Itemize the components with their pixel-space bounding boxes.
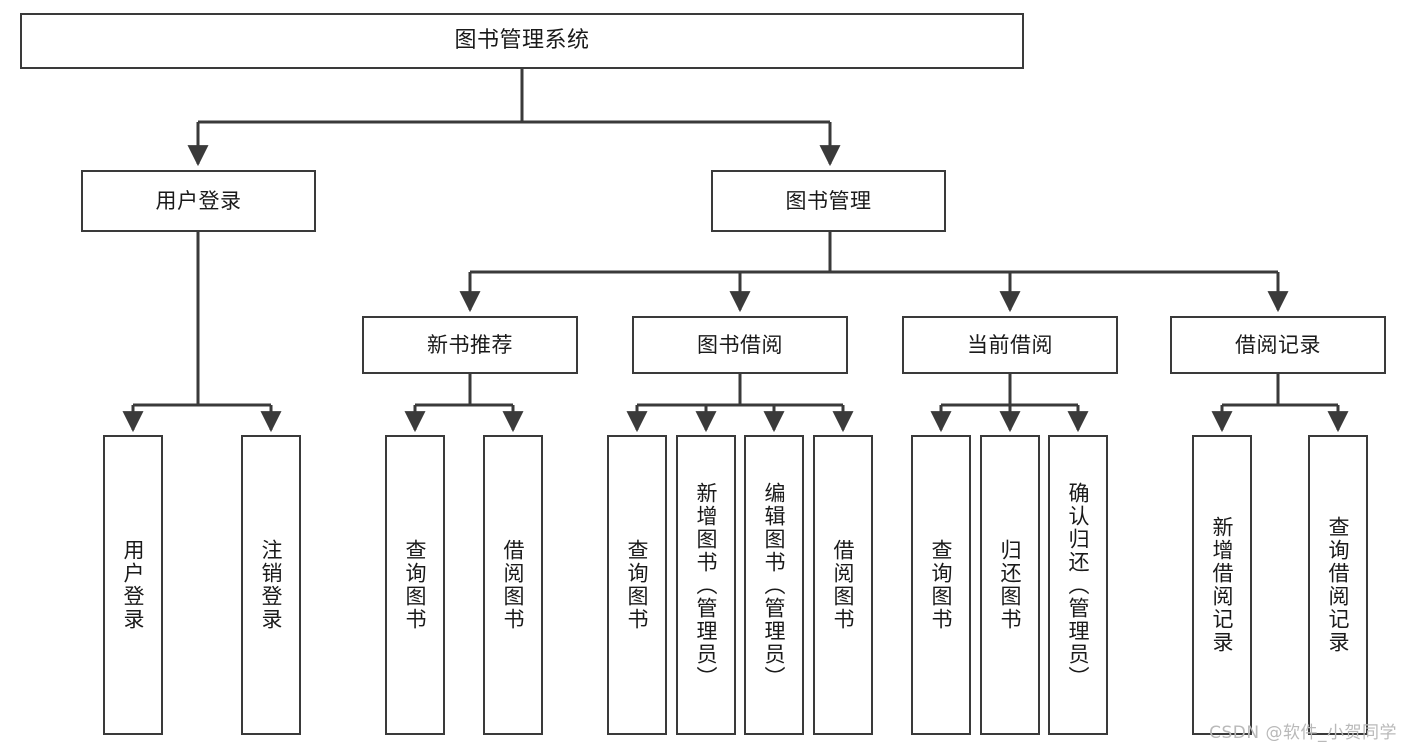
- node-leaf-confirm-return[interactable]: 确认归还（管理员）: [1048, 435, 1108, 735]
- node-leaf-confirm-return-label: 确认归还（管理员）: [1066, 481, 1091, 689]
- node-current-borrow-label: 当前借阅: [967, 332, 1053, 357]
- node-leaf-borrow-book-1[interactable]: 借阅图书: [483, 435, 543, 735]
- node-leaf-borrow-book-1-label: 借阅图书: [501, 539, 526, 631]
- node-leaf-logout-label: 注销登录: [259, 539, 284, 631]
- node-leaf-add-book[interactable]: 新增图书（管理员）: [676, 435, 736, 735]
- node-leaf-return-book-label: 归还图书: [998, 539, 1023, 631]
- node-user-login[interactable]: 用户登录: [81, 170, 316, 232]
- node-root[interactable]: 图书管理系统: [20, 13, 1024, 69]
- node-borrow-record-label: 借阅记录: [1235, 332, 1321, 357]
- node-book-management-label: 图书管理: [785, 188, 872, 213]
- node-leaf-query-book-2[interactable]: 查询图书: [607, 435, 667, 735]
- node-leaf-borrow-book-2-label: 借阅图书: [831, 539, 856, 631]
- node-leaf-add-record[interactable]: 新增借阅记录: [1192, 435, 1252, 735]
- node-leaf-add-record-label: 新增借阅记录: [1210, 516, 1235, 654]
- node-leaf-edit-book[interactable]: 编辑图书（管理员）: [744, 435, 804, 735]
- node-leaf-user-login[interactable]: 用户登录: [103, 435, 163, 735]
- node-leaf-borrow-book-2[interactable]: 借阅图书: [813, 435, 873, 735]
- node-root-label: 图书管理系统: [454, 28, 590, 54]
- node-book-borrow[interactable]: 图书借阅: [632, 316, 848, 374]
- node-leaf-user-login-label: 用户登录: [121, 539, 146, 631]
- node-leaf-query-book-2-label: 查询图书: [625, 539, 650, 631]
- node-new-book-recommend-label: 新书推荐: [427, 332, 513, 357]
- node-current-borrow[interactable]: 当前借阅: [902, 316, 1118, 374]
- node-user-login-label: 用户登录: [155, 188, 242, 213]
- node-leaf-add-book-label: 新增图书（管理员）: [694, 481, 719, 689]
- node-leaf-query-record[interactable]: 查询借阅记录: [1308, 435, 1368, 735]
- csdn-watermark: CSDN @软件_小贺同学: [1209, 723, 1397, 743]
- node-book-management[interactable]: 图书管理: [711, 170, 946, 232]
- node-new-book-recommend[interactable]: 新书推荐: [362, 316, 578, 374]
- node-leaf-query-book-3-label: 查询图书: [929, 539, 954, 631]
- node-leaf-query-record-label: 查询借阅记录: [1326, 516, 1351, 654]
- node-leaf-logout[interactable]: 注销登录: [241, 435, 301, 735]
- node-leaf-edit-book-label: 编辑图书（管理员）: [762, 481, 787, 689]
- node-leaf-return-book[interactable]: 归还图书: [980, 435, 1040, 735]
- node-leaf-query-book-1[interactable]: 查询图书: [385, 435, 445, 735]
- node-book-borrow-label: 图书借阅: [697, 332, 783, 357]
- node-leaf-query-book-3[interactable]: 查询图书: [911, 435, 971, 735]
- node-leaf-query-book-1-label: 查询图书: [403, 539, 428, 631]
- node-borrow-record[interactable]: 借阅记录: [1170, 316, 1386, 374]
